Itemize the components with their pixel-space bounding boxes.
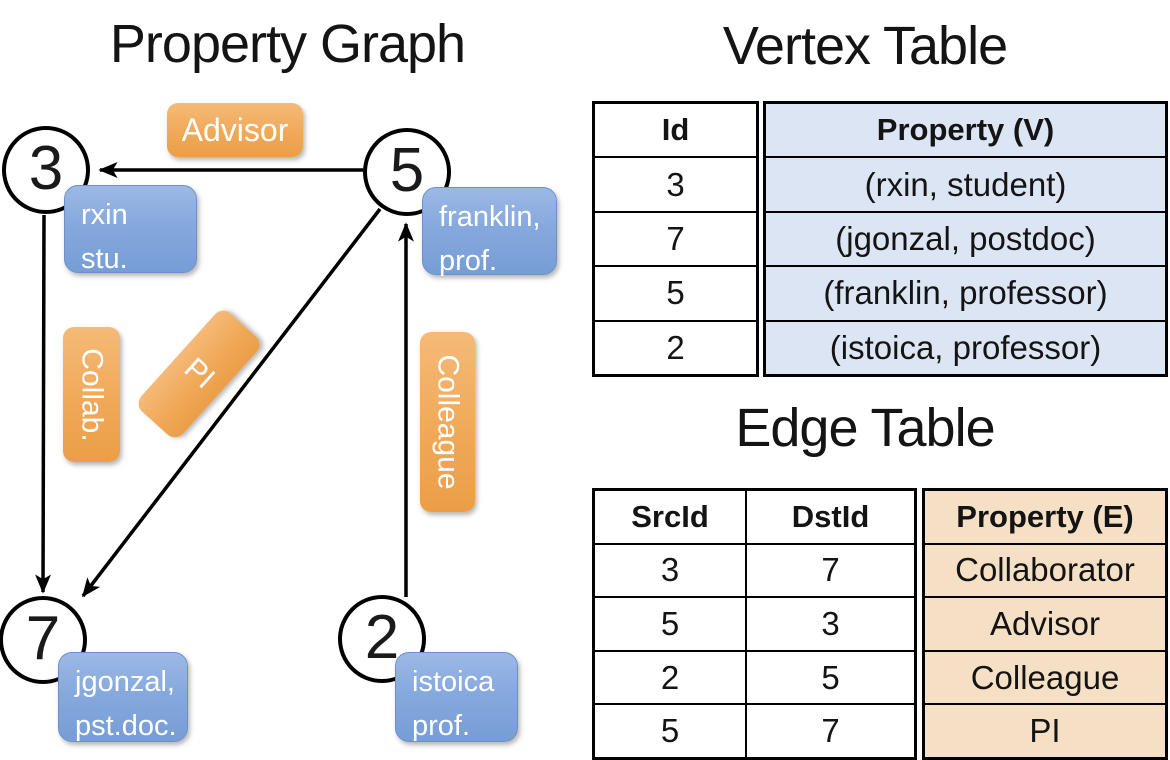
vertex-label-franklin: franklin, prof. bbox=[422, 187, 557, 277]
edge-src-cell: 5 bbox=[660, 712, 680, 750]
edge-src-cell: 2 bbox=[660, 658, 680, 696]
edge-table-header-row: SrcId DstId bbox=[595, 491, 914, 543]
vertex-label-franklin-line2: prof. bbox=[439, 244, 498, 277]
vertex-table-property-header: Property (V) bbox=[876, 112, 1055, 148]
vertex-node-3-id: 3 bbox=[28, 133, 64, 203]
edge-label-pi-text: PI bbox=[177, 351, 221, 396]
vertex-label-jgonzal: jgonzal, pst.doc. bbox=[58, 652, 188, 742]
table-row: Advisor bbox=[925, 596, 1165, 650]
vertex-label-istoica-line1: istoica bbox=[412, 666, 495, 698]
vertex-node-2-id: 2 bbox=[364, 602, 400, 672]
edge-table-id-columns: SrcId DstId 3 7 5 3 2 5 5 7 bbox=[592, 488, 917, 760]
table-row: 2 5 bbox=[595, 649, 914, 704]
vertex-label-jgonzal-line2: pst.doc. bbox=[75, 709, 177, 742]
table-row: 3 bbox=[595, 156, 756, 210]
vertex-node-5-id: 5 bbox=[389, 135, 425, 205]
table-row: Colleague bbox=[925, 649, 1165, 704]
table-row: 5 bbox=[595, 265, 756, 319]
vertex-label-rxin: rxin stu. bbox=[64, 185, 197, 275]
edge-table-title: Edge Table bbox=[735, 398, 995, 458]
edge-dst-cell: 7 bbox=[745, 705, 914, 757]
vertex-table-id-header: Id bbox=[661, 112, 690, 148]
edge-table-srcid-header: SrcId bbox=[631, 498, 709, 534]
edge-dst-cell: 3 bbox=[745, 598, 914, 650]
edge-label-advisor: Advisor bbox=[167, 103, 303, 157]
edge-label-advisor-text: Advisor bbox=[181, 111, 289, 148]
edge-dst-cell: 7 bbox=[745, 544, 914, 597]
graph-edges bbox=[35, 162, 414, 598]
edge-table-dstid-header: DstId bbox=[745, 491, 914, 543]
vertex-label-istoica: istoica prof. bbox=[395, 652, 518, 742]
table-row: (franklin, professor) bbox=[766, 265, 1165, 319]
table-row: (rxin, student) bbox=[766, 156, 1165, 210]
table-row: 5 3 bbox=[595, 596, 914, 650]
edge-label-colleague: Colleague bbox=[420, 332, 475, 512]
table-row: Collaborator bbox=[925, 542, 1165, 597]
edge-arrow-5-to-7 bbox=[81, 207, 382, 598]
edge-label-collab: Collab. bbox=[63, 327, 120, 462]
edge-arrow-3-to-7 bbox=[35, 214, 52, 594]
vertex-label-franklin-line1: franklin, bbox=[439, 201, 541, 233]
edge-dst-cell: 5 bbox=[745, 651, 914, 704]
table-row: PI bbox=[925, 703, 1165, 757]
edge-table-property-column: Property (E) Collaborator Advisor Collea… bbox=[922, 488, 1168, 760]
table-row: 5 7 bbox=[595, 703, 914, 757]
edge-table-property-header: Property (E) bbox=[956, 498, 1134, 534]
table-row: (jgonzal, postdoc) bbox=[766, 210, 1165, 265]
edge-label-colleague-text: Colleague bbox=[431, 354, 465, 490]
table-row: 3 7 bbox=[595, 542, 914, 597]
vertex-table-property-column: Property (V) (rxin, student) (jgonzal, p… bbox=[763, 101, 1168, 377]
vertex-node-7-id: 7 bbox=[25, 603, 61, 673]
property-graph-title: Property Graph bbox=[109, 14, 466, 74]
vertex-label-jgonzal-line1: jgonzal, bbox=[75, 666, 175, 698]
vertex-label-rxin-line2: stu. bbox=[81, 242, 128, 275]
vertex-table-id-column: Id 3 7 5 2 bbox=[592, 101, 759, 377]
edge-src-cell: 3 bbox=[660, 551, 680, 589]
table-row: (istoica, professor) bbox=[766, 319, 1165, 374]
edge-src-cell: 5 bbox=[660, 604, 680, 642]
edge-label-collab-text: Collab. bbox=[75, 347, 109, 442]
table-row: 7 bbox=[595, 210, 756, 265]
vertex-label-istoica-line2: prof. bbox=[412, 709, 471, 742]
vertex-node-2: 2 bbox=[338, 595, 426, 683]
table-row: 2 bbox=[595, 319, 756, 374]
vertex-table-title: Vertex Table bbox=[722, 16, 1008, 76]
vertex-label-rxin-line1: rxin bbox=[81, 199, 128, 231]
vertex-node-5: 5 bbox=[363, 128, 451, 216]
